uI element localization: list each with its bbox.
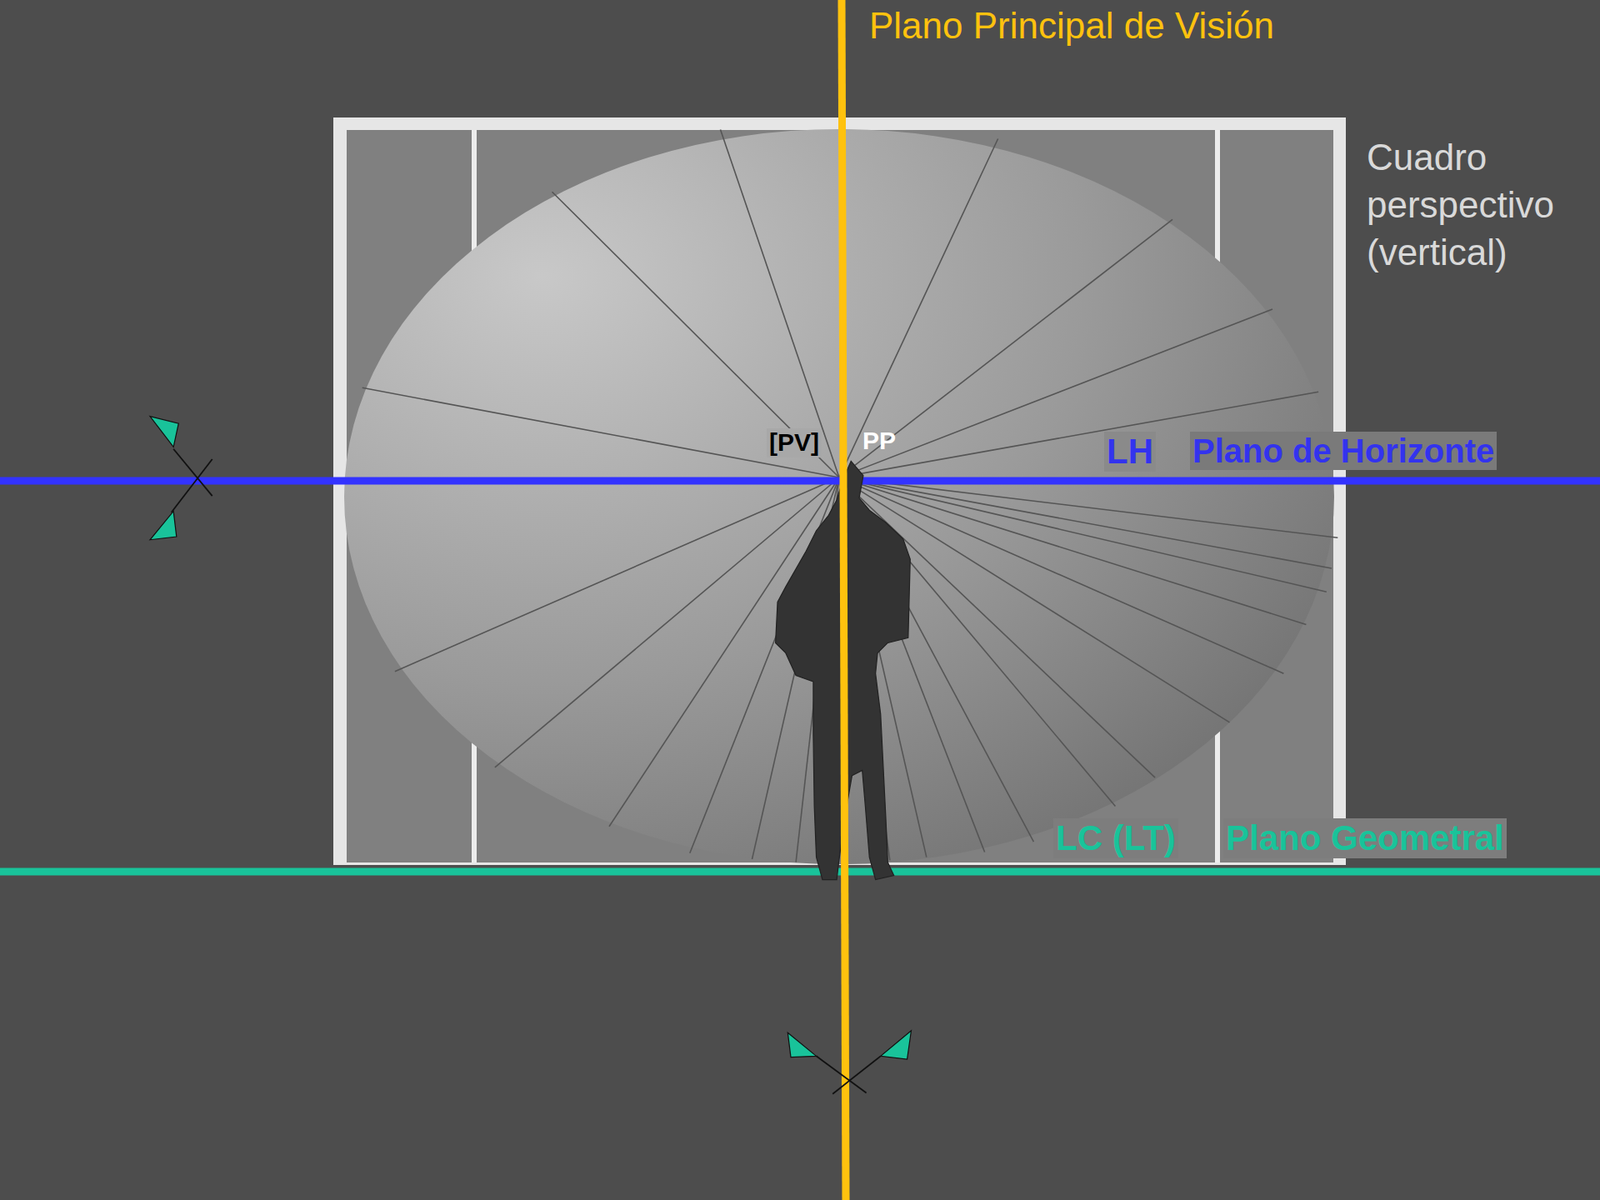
- visual-ray: [552, 191, 840, 478]
- visual-ray: [362, 387, 840, 478]
- point-label: PP: [862, 426, 896, 456]
- visual-ray: [720, 130, 840, 479]
- visual-ray: [839, 139, 999, 479]
- principal-vision-plane: [841, 0, 846, 1200]
- plane-label: Plano de Horizonte: [1190, 431, 1497, 470]
- horizon-line: [0, 477, 1600, 485]
- line-label: LH: [1104, 431, 1156, 472]
- ground-line: [0, 868, 1600, 876]
- eye-symbol: [150, 416, 213, 540]
- visual-ray: [839, 477, 1327, 592]
- plane-label: Plano Geometral: [1223, 818, 1507, 859]
- visual-ray: [839, 477, 1338, 538]
- plane-title: Plano Principal de Visión: [869, 5, 1275, 48]
- line-label: LC (LT): [1053, 818, 1179, 859]
- visual-ray: [839, 219, 1173, 478]
- visual-ray: [395, 477, 840, 672]
- eye-symbol: [787, 1030, 911, 1095]
- point-label: [PV]: [766, 428, 822, 458]
- frame-caption: Cuadro perspectivo (vertical): [1366, 133, 1594, 276]
